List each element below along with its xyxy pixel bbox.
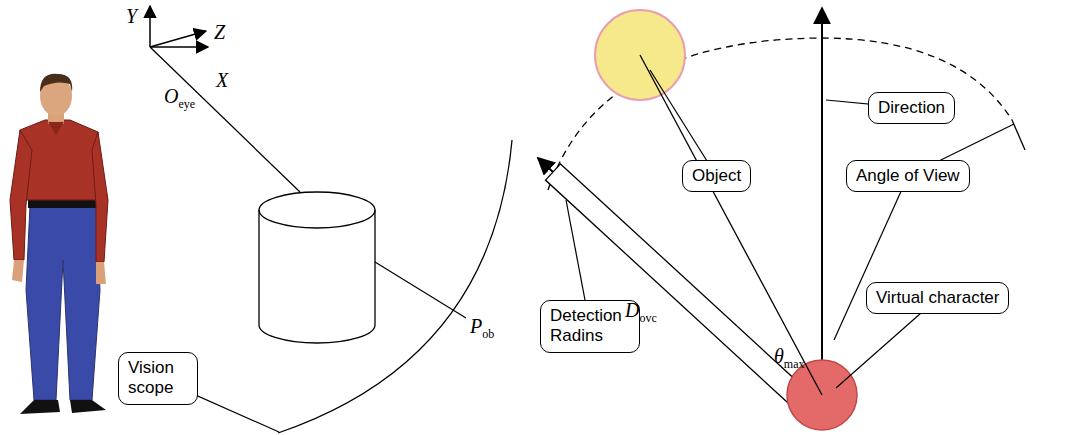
view-diagram [538, 8, 1025, 430]
symbol-label: Z [214, 22, 225, 42]
callout-box: Vision scope [118, 352, 198, 405]
leader-line [834, 176, 908, 340]
callout-text: Vision scope [128, 358, 188, 399]
callout-text: Object [692, 166, 741, 186]
callout-text: Direction [878, 98, 945, 118]
cylinder-object [150, 47, 512, 433]
callout-text: Angle of View [856, 166, 960, 186]
callout-box: Direction [868, 92, 955, 124]
symbol-label: Oeye [164, 86, 195, 110]
symbol-label: Pob [470, 316, 494, 340]
callout-text: Virtual character [876, 288, 999, 308]
callout-text: Detection Radins [550, 306, 630, 347]
symbol-label: θmax [774, 346, 805, 370]
callout-box: Angle of View [846, 160, 970, 192]
callout-box: Object [682, 160, 751, 192]
symbol-label: Y [126, 6, 137, 26]
callout-box: Virtual character [866, 282, 1009, 314]
symbol-label: Dovc [625, 300, 657, 324]
symbol-label: X [216, 70, 228, 90]
axes [150, 6, 208, 47]
human-figure [10, 74, 108, 414]
vision-scope-arc [278, 140, 512, 433]
